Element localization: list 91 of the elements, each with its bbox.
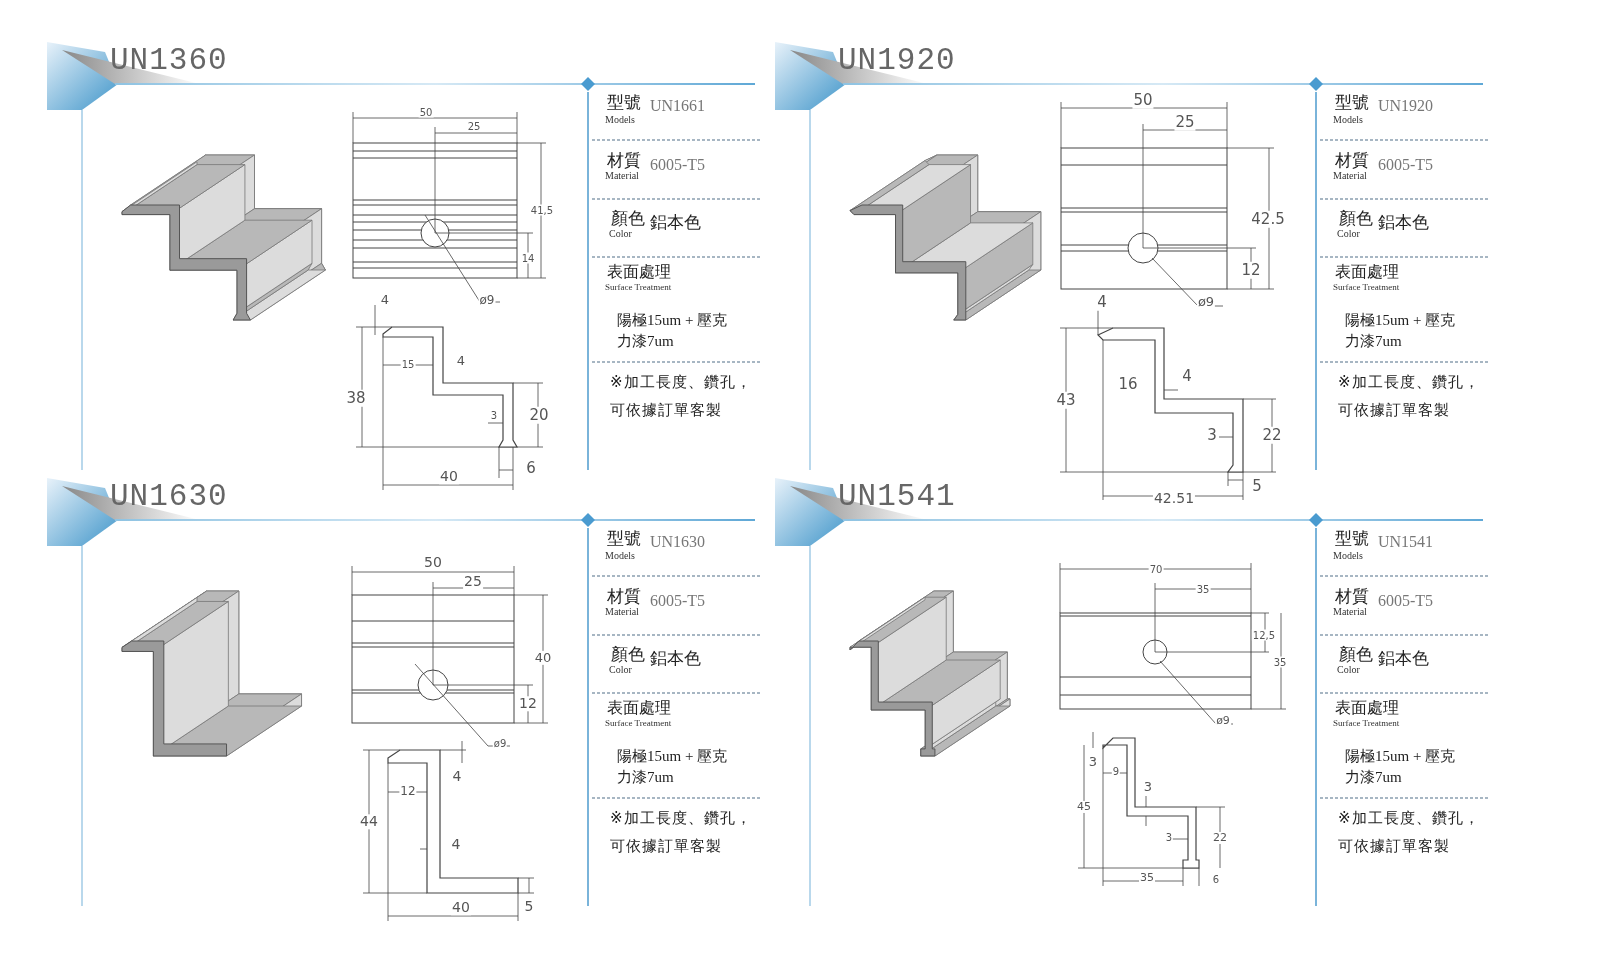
spec-value: UN1661 (650, 97, 706, 115)
spec-label-english: Material (605, 170, 639, 181)
spec-value: UN1541 (1378, 533, 1434, 551)
spec-value: 陽極15um + 壓克力漆7um (617, 747, 729, 787)
spec-value: 鋁本色 (650, 649, 701, 668)
model-title: UN1630 (110, 480, 228, 515)
spec-value: 6005-T5 (1378, 156, 1434, 174)
model-title: UN1920 (838, 44, 956, 79)
spec-label-english: Material (605, 606, 639, 617)
spec-label: 表面處理 (607, 263, 671, 281)
spec-label-english: Surface Treatment (1333, 719, 1400, 729)
dimension-label: 12 (518, 696, 538, 712)
dimension-label: 40 (439, 469, 459, 485)
dimension-label: ø9 (1215, 714, 1231, 728)
dimension-label: ø9 (1196, 294, 1216, 310)
spec-value: 鋁本色 (1378, 649, 1429, 668)
dimension-label: 50 (418, 106, 434, 118)
spec-label-english: Material (1333, 170, 1367, 181)
spec-label-english: Color (609, 228, 632, 239)
dimension-label: 15 (400, 358, 416, 370)
dimension-label: 70 (1148, 563, 1164, 575)
spec-label: 型號 (607, 93, 641, 112)
dimension-label: 50 (1132, 91, 1154, 109)
spec-label: 型號 (607, 529, 641, 548)
dimension-label: 25 (1174, 113, 1196, 131)
dimension-label: 12 (1240, 261, 1262, 279)
dimension-label: 3 (489, 409, 499, 421)
spec-value: 陽極15um + 壓克力漆7um (1345, 747, 1457, 787)
note-text: ※加工長度、鑽孔，可依據訂單客製 (610, 808, 753, 857)
spec-value: UN1630 (650, 533, 706, 551)
dimension-label: 3 (1164, 831, 1174, 843)
spec-label: 表面處理 (607, 699, 671, 717)
spec-label-english: Models (1333, 114, 1363, 125)
note-text: ※加工長度、鑽孔，可依據訂單客製 (1338, 372, 1481, 421)
spec-label-english: Color (1337, 664, 1360, 675)
dimension-label: 25 (466, 120, 482, 132)
dimension-label: 43 (1055, 391, 1077, 409)
dimension-label: 22 (1212, 831, 1228, 845)
spec-value: 鋁本色 (650, 213, 701, 232)
dimension-label: 9 (1111, 765, 1121, 777)
dimension-label: 14 (520, 252, 536, 264)
dimension-label: 42.5 (1250, 210, 1286, 228)
dimension-label: 40 (533, 650, 553, 666)
dimension-label: ø9 (492, 737, 508, 749)
spec-label: 表面處理 (1335, 699, 1399, 717)
spec-label-english: Models (605, 114, 635, 125)
spec-label-english: Surface Treatment (605, 283, 672, 293)
spec-value: 陽極15um + 壓克力漆7um (1345, 311, 1457, 351)
dimension-label: 6 (1211, 873, 1221, 885)
dimension-label: 45 (1076, 800, 1092, 814)
spec-label-english: Color (1337, 228, 1360, 239)
spec-label-english: Models (1333, 550, 1363, 561)
spec-label: 型號 (1335, 93, 1369, 112)
spec-value: 6005-T5 (650, 592, 706, 610)
spec-label: 材質 (607, 587, 641, 606)
spec-label-english: Models (605, 550, 635, 561)
dimension-label: 35 (1195, 583, 1211, 595)
dimension-label: 4 (1096, 293, 1108, 311)
note-text: ※加工長度、鑽孔，可依據訂單客製 (1338, 808, 1481, 857)
spec-label: 顏色 (611, 645, 645, 664)
dimension-label: 25 (463, 574, 483, 590)
dimension-label: ø9 (478, 294, 496, 308)
spec-value: 鋁本色 (1378, 213, 1429, 232)
spec-label-english: Surface Treatment (1333, 283, 1400, 293)
spec-label: 顏色 (611, 209, 645, 228)
spec-label: 材質 (607, 151, 641, 170)
spec-label: 材質 (1335, 587, 1369, 606)
dimension-label: 44 (359, 814, 379, 830)
model-title: UN1541 (838, 480, 956, 515)
spec-value: 6005-T5 (650, 156, 706, 174)
dimension-label: 38 (345, 389, 367, 407)
dimension-label: 40 (451, 900, 471, 916)
spec-label: 顏色 (1339, 209, 1373, 228)
dimension-label: 20 (528, 406, 550, 424)
spec-value: 6005-T5 (1378, 592, 1434, 610)
spec-label-english: Surface Treatment (605, 719, 672, 729)
spec-label: 材質 (1335, 151, 1369, 170)
dimension-label: 35 (1272, 656, 1288, 668)
spec-label-english: Color (609, 664, 632, 675)
model-title: UN1360 (110, 44, 228, 79)
spec-value: 陽極15um + 壓克力漆7um (617, 311, 729, 351)
dimension-label: 41,5 (529, 204, 555, 216)
spec-label: 顏色 (1339, 645, 1373, 664)
dimension-label: 22 (1261, 426, 1283, 444)
spec-label-english: Material (1333, 606, 1367, 617)
spec-value: UN1920 (1378, 97, 1434, 115)
note-text: ※加工長度、鑽孔，可依據訂單客製 (610, 372, 753, 421)
spec-label: 表面處理 (1335, 263, 1399, 281)
dimension-label: 12,5 (1251, 629, 1277, 641)
dimension-label: 35 (1139, 871, 1155, 885)
spec-label: 型號 (1335, 529, 1369, 548)
